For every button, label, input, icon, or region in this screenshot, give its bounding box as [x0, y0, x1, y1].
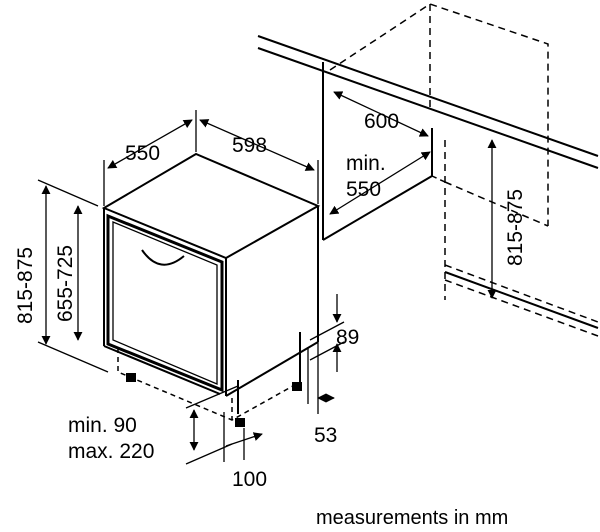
dimension-lines [37, 91, 497, 465]
door-handle [141, 249, 185, 266]
kitchen-niche [257, 3, 599, 337]
label-niche-height: 815-875 [504, 189, 527, 266]
label-niche-depth: 550 [346, 178, 381, 201]
label-plinth-depth: 53 [314, 424, 337, 447]
label-foot-offset: 100 [232, 468, 267, 491]
label-plinth-min: min. 90 [68, 414, 137, 437]
label-niche-width: 600 [364, 110, 399, 133]
label-plinth-max: max. 220 [68, 440, 154, 463]
label-niche-min: min. [346, 152, 386, 175]
dishwasher-body [101, 152, 321, 427]
foot-front-right [235, 418, 245, 427]
foot-rear-right [292, 382, 302, 391]
measurements-caption: measurements in mm [316, 507, 508, 529]
label-depth: 550 [125, 142, 160, 165]
label-width: 598 [232, 134, 267, 157]
label-appliance-height: 815-875 [14, 247, 37, 324]
label-front-height: 655-725 [54, 245, 77, 322]
label-plinth-gap: 89 [336, 326, 359, 349]
dimension-labels: 550 598 600 min. 550 815-875 815-875 655… [14, 110, 527, 491]
foot-front-left [126, 373, 136, 382]
